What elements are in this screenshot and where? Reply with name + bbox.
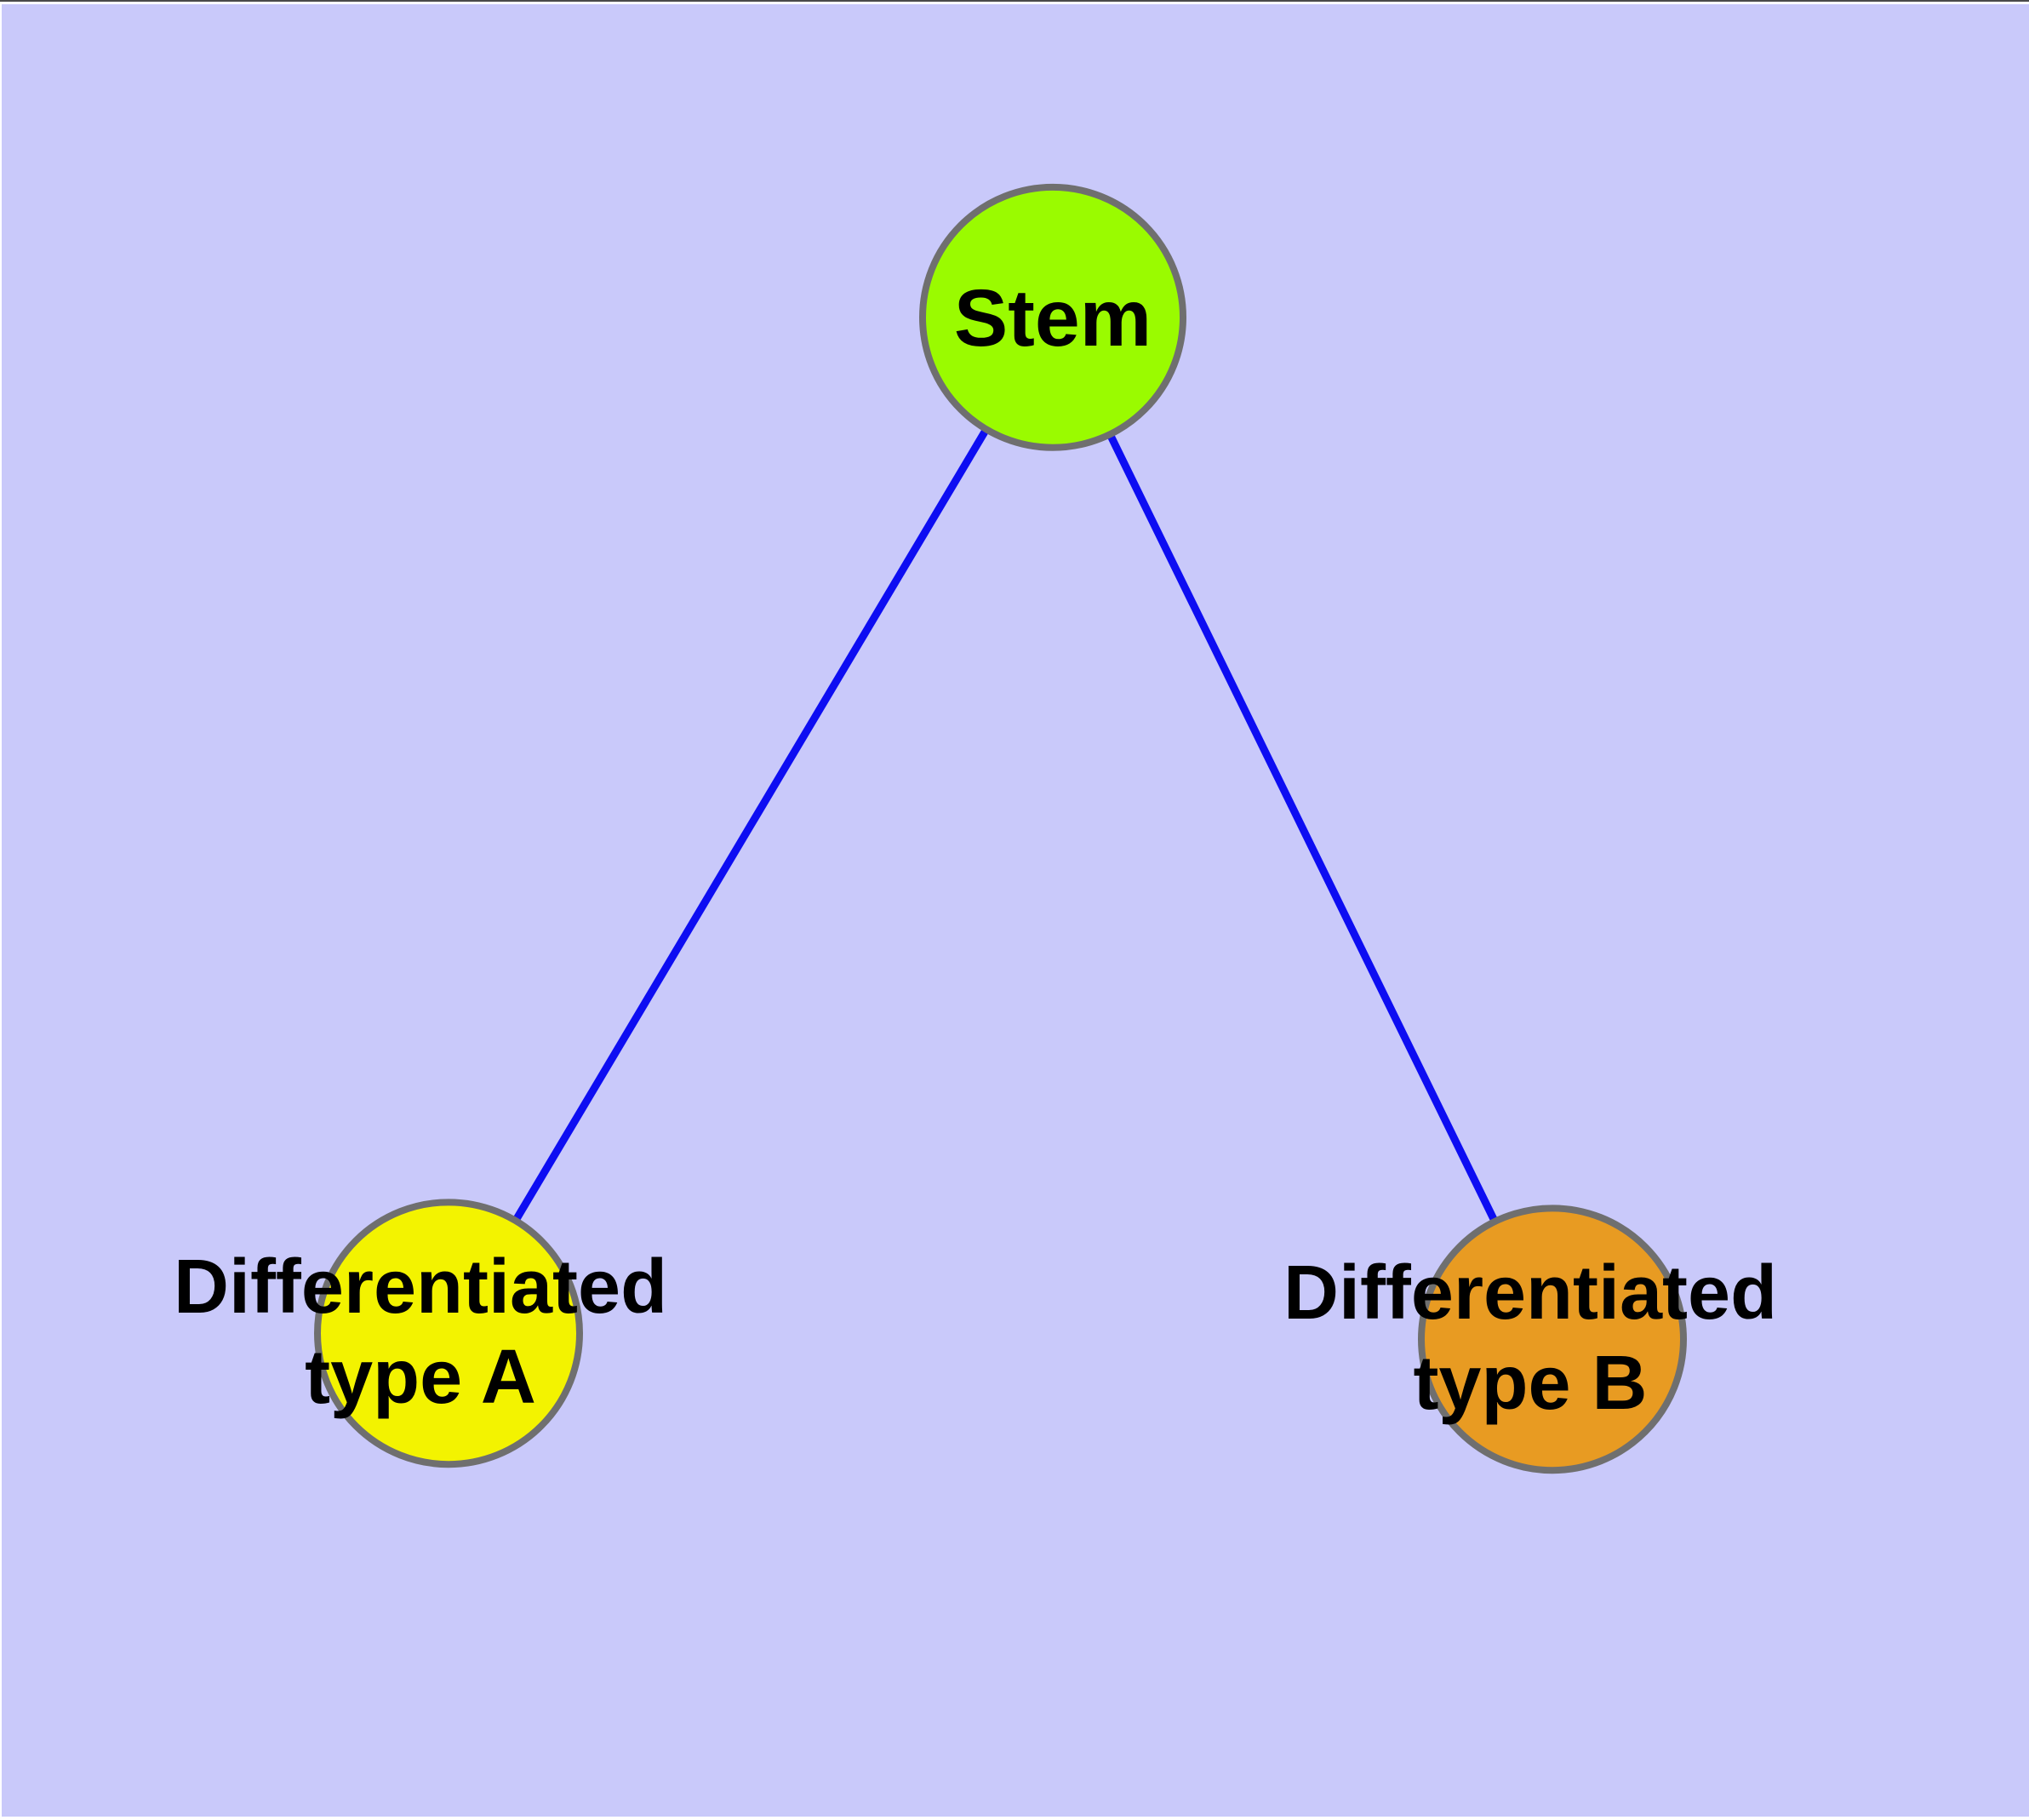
diagram-canvas: Stem Differentiated type A Differentiate… (2, 4, 2029, 1817)
node-differentiated-type-a[interactable] (314, 1199, 583, 1468)
edge-stem-to-type-a (445, 315, 1056, 1336)
node-differentiated-type-b[interactable] (1418, 1205, 1687, 1474)
window-top-border (0, 0, 2029, 2)
node-stem[interactable] (919, 183, 1186, 451)
graph-svg (314, 183, 1687, 1474)
edge-stem-to-type-b (1049, 315, 1557, 1342)
